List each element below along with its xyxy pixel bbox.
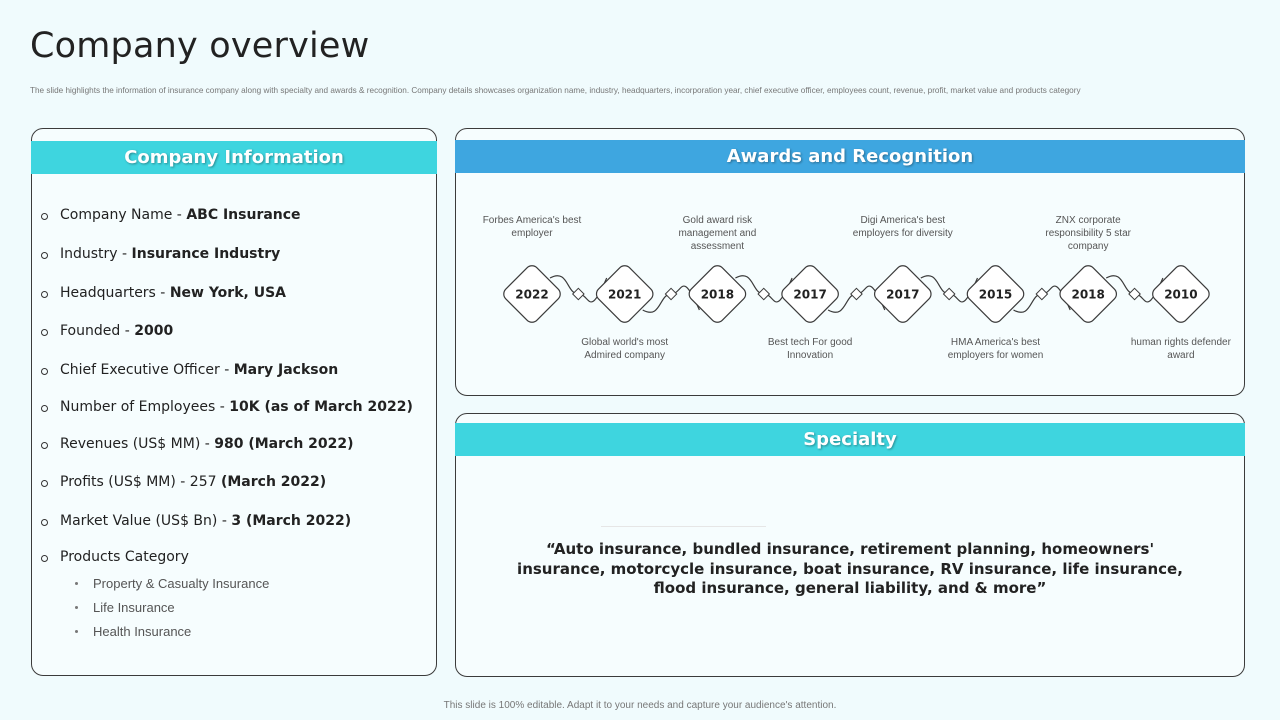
product-label: Life Insurance bbox=[93, 600, 175, 615]
specialty-heading: Specialty bbox=[455, 423, 1245, 456]
info-item-company-name: Company Name - ABC Insurance bbox=[41, 207, 301, 223]
info-value: ABC Insurance bbox=[186, 207, 301, 223]
connector-diamond bbox=[1035, 287, 1049, 301]
product-item: Life Insurance bbox=[75, 600, 175, 615]
product-item: Health Insurance bbox=[75, 624, 191, 639]
info-label: Industry - bbox=[60, 246, 128, 262]
hollow-bullet-icon bbox=[41, 252, 48, 259]
info-label: Company Name - bbox=[60, 207, 182, 223]
hollow-bullet-icon bbox=[41, 405, 48, 412]
info-item-ceo: Chief Executive Officer - Mary Jackson bbox=[41, 362, 338, 378]
company-info-list: Company Name - ABC Insurance Industry - … bbox=[32, 129, 436, 675]
awards-heading: Awards and Recognition bbox=[455, 140, 1245, 173]
info-value: 10K (as of March 2022) bbox=[229, 399, 413, 415]
info-item-employees: Number of Employees - 10K (as of March 2… bbox=[41, 399, 413, 415]
footer-note: This slide is 100% editable. Adapt it to… bbox=[443, 700, 837, 711]
milestone-diamond bbox=[873, 265, 932, 323]
specialty-text: “Auto insurance, bundled insurance, reti… bbox=[517, 540, 1183, 597]
award-description: Best tech For good Innovation bbox=[767, 337, 853, 361]
award-description: Digi America's best employers for divers… bbox=[852, 215, 953, 239]
info-item-market-value: Market Value (US$ Bn) - 3 (March 2022) bbox=[41, 513, 351, 529]
hollow-bullet-icon bbox=[41, 480, 48, 487]
company-information-panel: Company Information Company Name - ABC I… bbox=[31, 128, 437, 676]
hollow-bullet-icon bbox=[41, 442, 48, 449]
info-label: Headquarters - bbox=[60, 285, 166, 301]
awards-timeline: 2022 2021 2018 2017 2017 2015 2018 2010 bbox=[503, 265, 1210, 323]
info-label: Products Category bbox=[60, 549, 189, 565]
connector-diamond bbox=[571, 287, 585, 301]
milestone-diamond bbox=[781, 265, 839, 323]
award-description: Global world's most Admired company bbox=[581, 337, 669, 361]
product-label: Property & Casualty Insurance bbox=[93, 576, 270, 591]
milestone-year: 2010 bbox=[1164, 288, 1197, 302]
milestone-diamond bbox=[1152, 265, 1210, 323]
milestone-year: 2017 bbox=[886, 288, 919, 302]
info-value: Insurance Industry bbox=[131, 246, 281, 262]
info-label: Chief Executive Officer - bbox=[60, 362, 230, 378]
connector-diamond bbox=[664, 287, 678, 301]
specialty-panel: Specialty “Auto insurance, bundled insur… bbox=[455, 413, 1245, 677]
dot-bullet-icon bbox=[75, 606, 78, 609]
milestone-diamond bbox=[595, 265, 654, 323]
milestone-diamond bbox=[503, 265, 561, 323]
hollow-bullet-icon bbox=[41, 519, 48, 526]
hollow-bullet-icon bbox=[41, 213, 48, 220]
page-subtitle: The slide highlights the information of … bbox=[30, 86, 1081, 95]
info-item-profits: Profits (US$ MM) - 257 (March 2022) bbox=[41, 474, 326, 490]
connector-diamond bbox=[942, 287, 956, 301]
milestone-year: 2018 bbox=[701, 288, 734, 302]
milestone-diamond bbox=[1059, 265, 1118, 323]
info-item-founded: Founded - 2000 bbox=[41, 323, 173, 339]
info-value: 980 (March 2022) bbox=[214, 436, 354, 452]
connector-diamond bbox=[757, 287, 771, 301]
milestone-year: 2018 bbox=[1071, 288, 1104, 302]
info-item-headquarters: Headquarters - New York, USA bbox=[41, 285, 286, 301]
award-description: ZNX corporate responsibility 5 star comp… bbox=[1045, 215, 1131, 252]
info-value: 3 (March 2022) bbox=[231, 513, 352, 529]
connector-diamond bbox=[1128, 287, 1141, 301]
hollow-bullet-icon bbox=[41, 329, 48, 336]
info-value: (March 2022) bbox=[220, 474, 327, 490]
decorative-divider bbox=[601, 526, 766, 527]
info-label: Profits (US$ MM) - 257 bbox=[60, 474, 217, 490]
award-description: HMA America's best employers for women bbox=[947, 337, 1044, 361]
info-value: New York, USA bbox=[169, 285, 286, 301]
info-value: 2000 bbox=[134, 323, 174, 339]
dot-bullet-icon bbox=[75, 630, 78, 633]
info-label: Market Value (US$ Bn) - bbox=[60, 513, 227, 529]
award-description: human rights defender award bbox=[1130, 337, 1231, 361]
milestone-year: 2017 bbox=[793, 288, 826, 302]
milestone-year: 2022 bbox=[515, 288, 548, 302]
info-value: Mary Jackson bbox=[233, 362, 339, 378]
company-information-heading: Company Information bbox=[31, 141, 437, 174]
hollow-bullet-icon bbox=[41, 291, 48, 298]
info-label: Revenues (US$ MM) - bbox=[60, 436, 210, 452]
info-item-products-category: Products Category bbox=[41, 549, 189, 565]
info-label: Founded - bbox=[60, 323, 130, 339]
milestone-year: 2015 bbox=[979, 288, 1012, 302]
product-item: Property & Casualty Insurance bbox=[75, 576, 269, 591]
info-label: Number of Employees - bbox=[60, 399, 225, 415]
connector-diamond bbox=[850, 287, 863, 301]
product-label: Health Insurance bbox=[93, 624, 192, 639]
info-item-industry: Industry - Insurance Industry bbox=[41, 246, 280, 262]
award-description: Forbes America's best employer bbox=[482, 215, 582, 239]
milestone-year: 2021 bbox=[608, 288, 641, 302]
hollow-bullet-icon bbox=[41, 368, 48, 375]
page-title: Company overview bbox=[30, 26, 370, 66]
hollow-bullet-icon bbox=[41, 555, 48, 562]
milestone-diamond bbox=[966, 265, 1025, 323]
milestone-diamond bbox=[688, 265, 747, 323]
award-description: Gold award risk management and assessmen… bbox=[678, 215, 757, 252]
info-item-revenues: Revenues (US$ MM) - 980 (March 2022) bbox=[41, 436, 354, 452]
dot-bullet-icon bbox=[75, 582, 78, 585]
